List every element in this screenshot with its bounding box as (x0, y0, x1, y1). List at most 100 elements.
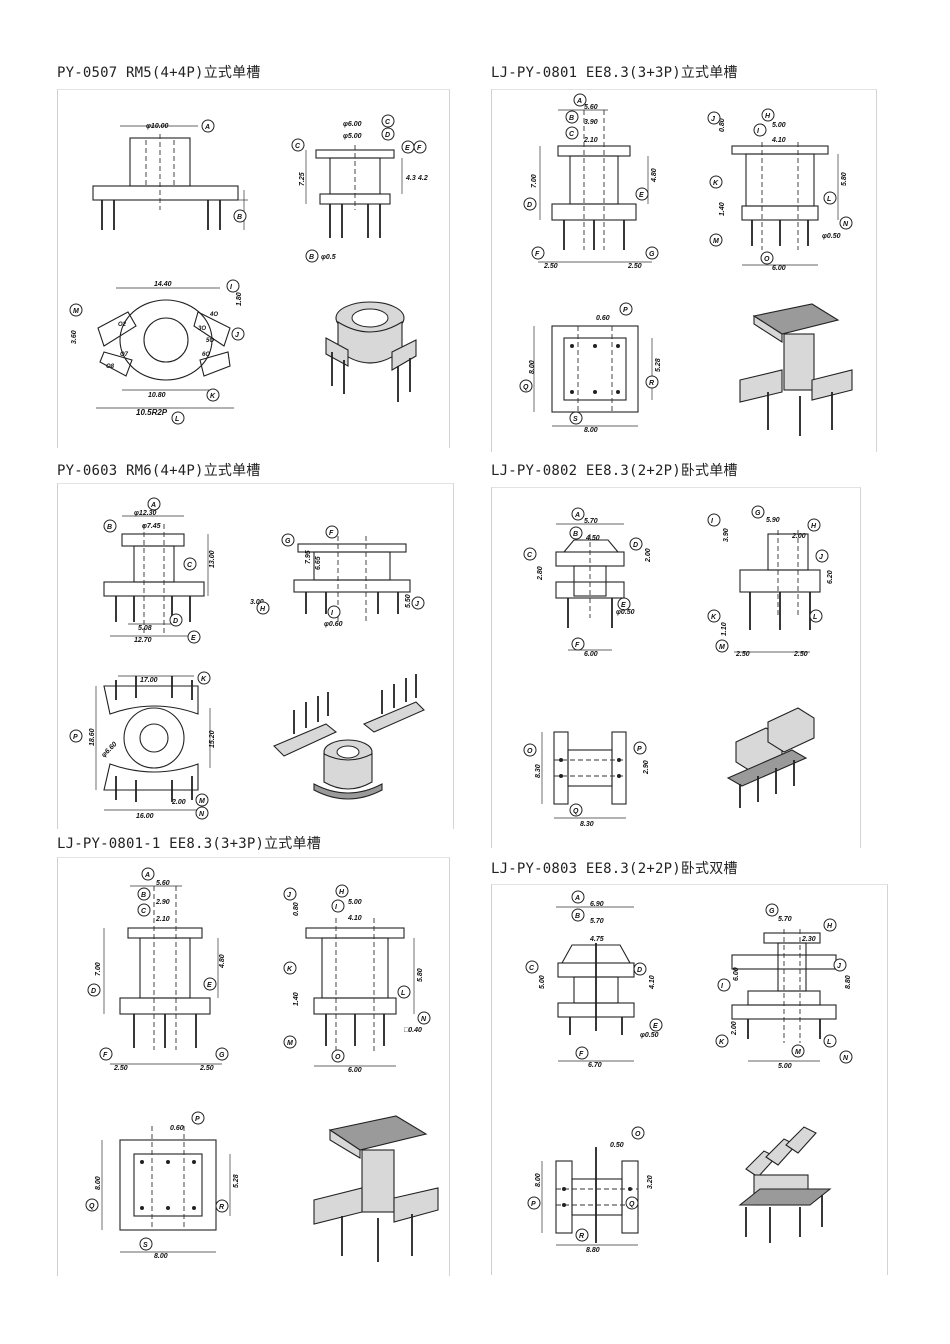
drawing-lj-py-0801: A 5.60 B 3.90 C 2.10 7.00 D 4.80 E F G 2… (491, 89, 877, 452)
side-view: G 5.90 H 2.00 I 3.90 J 6.20 K 1.10 L M 2… (707, 505, 834, 658)
svg-text:O: O (527, 748, 533, 755)
svg-text:17.00: 17.00 (140, 677, 158, 684)
iso-view (325, 301, 417, 402)
svg-text:4.80: 4.80 (651, 168, 658, 183)
svg-text:4.2: 4.2 (417, 175, 428, 182)
svg-text:2.30: 2.30 (801, 936, 816, 943)
svg-text:□0.40: □0.40 (404, 1027, 422, 1034)
svg-text:M: M (199, 798, 205, 805)
svg-text:2.90: 2.90 (155, 899, 170, 906)
svg-text:6.00: 6.00 (348, 1067, 362, 1074)
svg-text:A: A (574, 512, 580, 519)
svg-text:I: I (335, 904, 338, 911)
side-view: H 5.00 I 4.10 0.80 J K 1.40 M 5.80 L N φ… (707, 108, 853, 272)
svg-text:1.40: 1.40 (719, 202, 726, 216)
svg-text:P: P (531, 1201, 536, 1208)
iso-view (739, 303, 853, 436)
svg-text:0.60: 0.60 (170, 1125, 184, 1132)
drawing-lj-py-0802: A 5.70 B 4.50 C 2.80 D 2.00 E φ0.50 F 6.… (491, 487, 861, 848)
drawing-py-0603: A φ12.30 B φ7.45 C 13.00 5.08 D 12.70 E … (57, 483, 454, 829)
svg-text:C: C (141, 908, 147, 915)
svg-text:G: G (285, 538, 291, 545)
svg-text:2.00: 2.00 (171, 799, 186, 806)
svg-text:3.00: 3.00 (250, 599, 264, 606)
svg-text:7.00: 7.00 (95, 962, 102, 976)
svg-text:O: O (635, 1131, 641, 1138)
svg-text:1.10: 1.10 (721, 622, 728, 636)
svg-text:8.80: 8.80 (845, 975, 852, 989)
svg-text:R: R (649, 380, 654, 387)
svg-text:L: L (827, 196, 831, 203)
svg-text:φ0.50: φ0.50 (822, 233, 841, 240)
iso-view (726, 707, 815, 808)
svg-text:O2: O2 (118, 322, 127, 328)
svg-text:B: B (569, 115, 574, 122)
svg-text:G: G (219, 1052, 225, 1059)
svg-text:5.60: 5.60 (156, 880, 170, 887)
svg-text:Q: Q (573, 808, 579, 815)
svg-text:P: P (623, 307, 628, 314)
svg-text:0.50: 0.50 (610, 1142, 624, 1149)
svg-text:N: N (843, 1055, 849, 1062)
svg-text:φ6.60: φ6.60 (100, 741, 118, 759)
svg-text:2.10: 2.10 (583, 137, 598, 144)
svg-text:B: B (575, 913, 580, 920)
svg-text:8.30: 8.30 (580, 821, 594, 828)
svg-text:6.90: 6.90 (590, 901, 604, 908)
svg-text:Q: Q (523, 384, 529, 391)
svg-text:H: H (765, 113, 771, 120)
svg-text:D: D (633, 542, 638, 549)
svg-text:R: R (579, 1233, 584, 1240)
svg-text:2.80: 2.80 (537, 566, 544, 581)
top-view: O 0.50 P 8.00 Q 3.20 R 8.80 (527, 1126, 654, 1254)
svg-text:A: A (576, 98, 582, 105)
svg-text:K: K (711, 614, 717, 621)
svg-text:φ10.00: φ10.00 (146, 123, 169, 130)
svg-text:A: A (574, 895, 580, 902)
svg-text:J: J (235, 332, 240, 339)
top-view: 14.40 I 1.80 M O2 O7 O8 4O 3O 5O 6O 3.60… (69, 279, 245, 425)
svg-text:2.50: 2.50 (627, 263, 642, 270)
svg-text:H: H (827, 923, 833, 930)
svg-text:5.70: 5.70 (590, 918, 604, 925)
side-view: H 5.00 I 4.10 J 0.80 K 1.40 M 5.80 L N □… (283, 884, 431, 1074)
caption-lj-py-0803: LJ-PY-0803 EE8.3(2+2P)卧式双槽 (491, 861, 738, 877)
svg-text:4.80: 4.80 (219, 954, 226, 969)
svg-text:15.20: 15.20 (209, 730, 216, 748)
drawing-py-0507: φ10.00 A B φ6.00 C φ5.00 D C 7.25 4.3 4.… (57, 89, 450, 448)
top-view: P 0.60 8.00 Q 5.28 R S 8.00 (519, 302, 662, 434)
svg-text:2.50: 2.50 (113, 1065, 128, 1072)
svg-text:5.50: 5.50 (405, 594, 412, 608)
svg-text:E: E (653, 1023, 658, 1030)
svg-text:5.00: 5.00 (778, 1063, 792, 1070)
svg-text:A: A (144, 872, 150, 879)
svg-text:5O: 5O (206, 338, 214, 344)
svg-text:H: H (811, 523, 817, 530)
svg-text:K: K (713, 180, 719, 187)
front-view: A 6.90 B 5.70 4.75 C 5.00 D 4.10 E φ0.50… (525, 890, 663, 1069)
svg-text:3.20: 3.20 (647, 1175, 654, 1189)
caption-lj-py-0802: LJ-PY-0802 EE8.3(2+2P)卧式单槽 (491, 463, 738, 479)
svg-text:S: S (573, 416, 578, 423)
drawing-lj-py-0801-1: A 5.60 B 2.90 C 2.10 7.00 D 4.80 E F G 2… (57, 857, 450, 1276)
svg-text:L: L (827, 1039, 831, 1046)
svg-text:G: G (769, 908, 775, 915)
svg-text:O: O (764, 256, 770, 263)
svg-text:K: K (287, 966, 293, 973)
svg-text:4.10: 4.10 (771, 137, 786, 144)
svg-text:D: D (385, 132, 390, 139)
svg-text:N: N (199, 811, 205, 818)
front-view: A 5.70 B 4.50 C 2.80 D 2.00 E φ0.50 F 6.… (523, 507, 652, 658)
svg-text:D: D (91, 988, 96, 995)
svg-text:J: J (711, 116, 716, 123)
svg-text:B: B (237, 214, 242, 221)
svg-text:5.90: 5.90 (766, 517, 780, 524)
svg-text:3.60: 3.60 (71, 330, 78, 344)
svg-text:4.3: 4.3 (405, 175, 416, 182)
svg-text:O8: O8 (106, 364, 115, 370)
front-view: A 5.60 B 3.90 C 2.10 7.00 D 4.80 E F G 2… (523, 93, 659, 270)
drawing-lj-py-0803: A 6.90 B 5.70 4.75 C 5.00 D 4.10 E φ0.50… (491, 884, 888, 1275)
svg-text:B: B (141, 892, 146, 899)
caption-lj-py-0801: LJ-PY-0801 EE8.3(3+3P)立式单槽 (491, 65, 738, 81)
iso-view (738, 1126, 832, 1243)
